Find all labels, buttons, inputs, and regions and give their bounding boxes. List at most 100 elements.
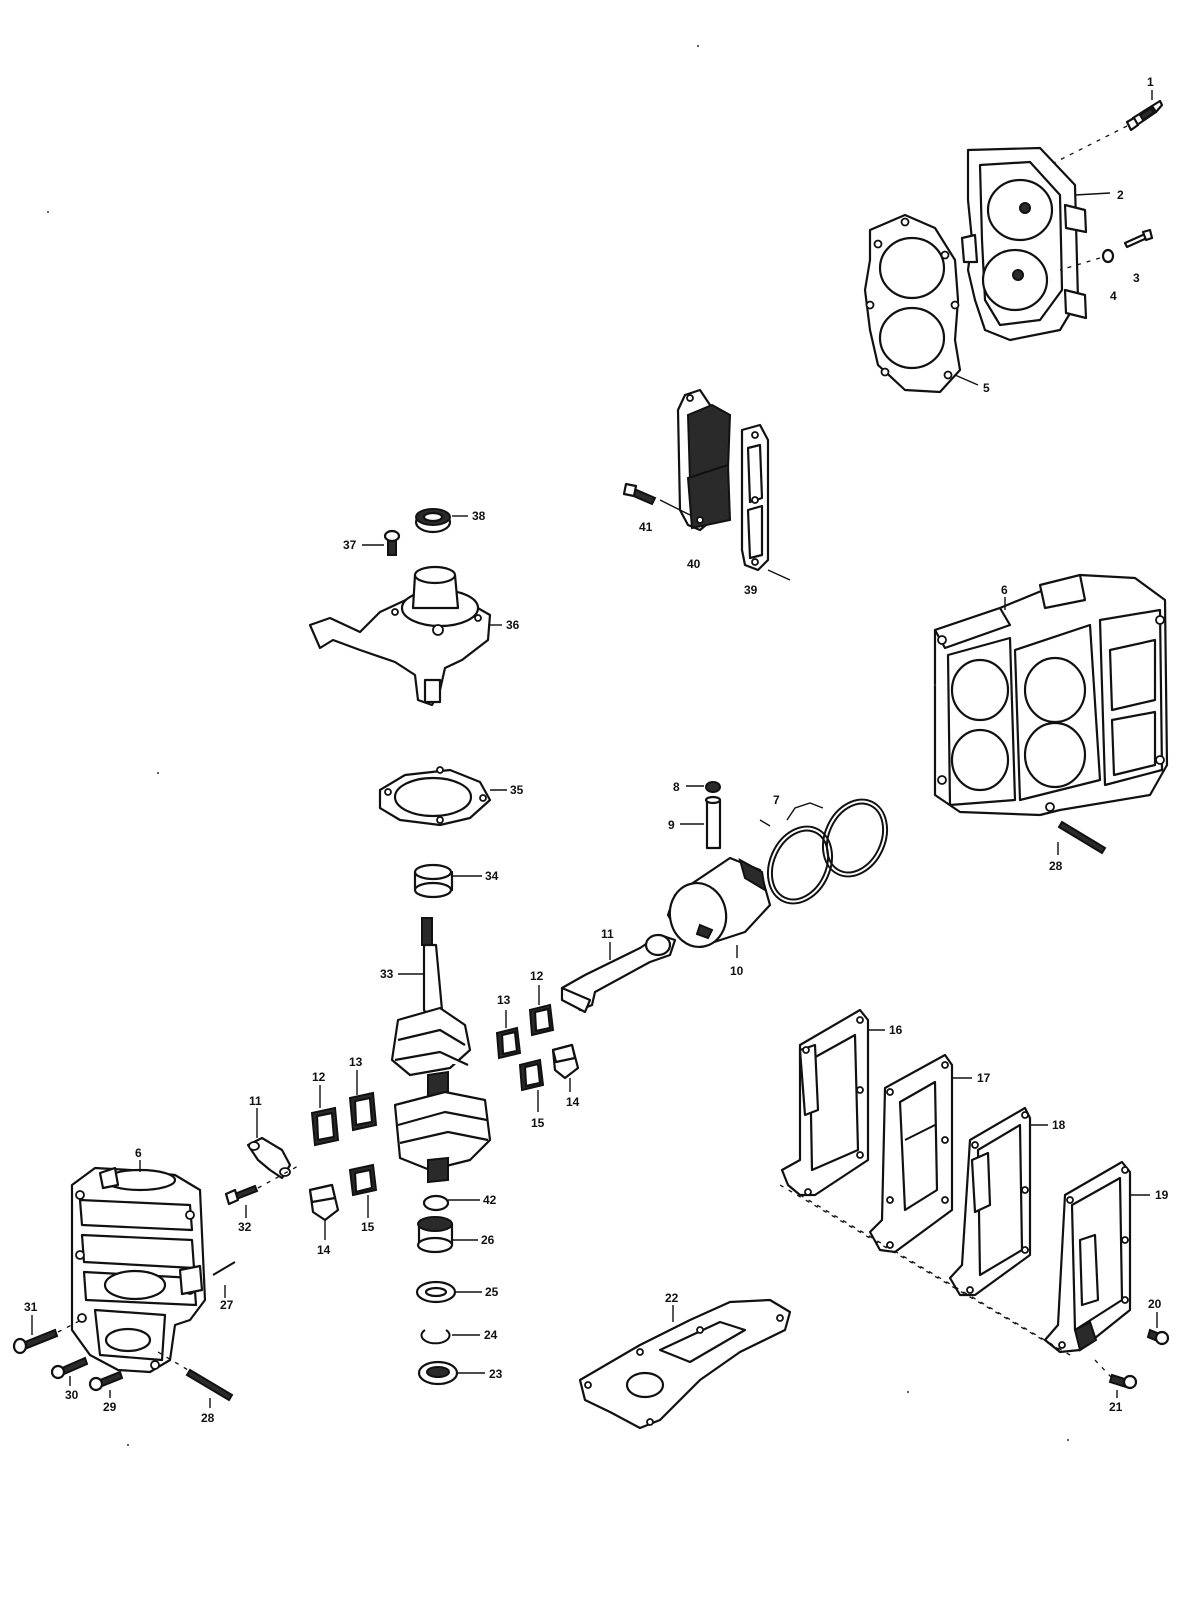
callout-6-crankcase: 6 (135, 1146, 142, 1160)
callout-12-right: 12 (530, 969, 544, 983)
callout-27: 27 (220, 1298, 234, 1312)
needle-bearing-cage-3 (518, 1058, 545, 1092)
callout-29: 29 (103, 1400, 117, 1414)
piston (666, 856, 772, 948)
cover-screw (1146, 1328, 1170, 1346)
exhaust-gasket-outer (780, 1008, 870, 1197)
callout-26: 26 (481, 1233, 495, 1247)
bearing-liner (551, 1043, 580, 1080)
callout-7: 7 (773, 793, 780, 807)
callout-11-rod: 11 (601, 927, 614, 941)
callout-6-block: 6 (1001, 583, 1008, 597)
adapter-gasket (578, 1298, 792, 1430)
callout-labels: 1 2 3 4 5 6 6 7 8 9 10 11 11 12 12 13 13… (24, 75, 1169, 1425)
housing-screw (383, 529, 401, 556)
connecting-rod (560, 933, 677, 1014)
callout-17: 17 (977, 1071, 991, 1085)
callout-3: 3 (1133, 271, 1140, 285)
callout-11-cap: 11 (249, 1094, 262, 1108)
piston-ring-upper (821, 798, 889, 878)
piston-ring-lower (766, 825, 834, 905)
callout-14-left: 14 (317, 1243, 331, 1257)
callout-38: 38 (472, 509, 486, 523)
lower-seal (415, 1280, 457, 1304)
callout-41: 41 (639, 520, 653, 534)
callout-35: 35 (510, 783, 524, 797)
dowel-pin (212, 1261, 236, 1276)
upper-main-bearing (413, 863, 454, 899)
crankcase (70, 1166, 207, 1374)
needle-bearing-cage-5 (348, 1091, 378, 1132)
lower-main-bearing (416, 1216, 454, 1254)
callout-33: 33 (380, 967, 394, 981)
callout-13-left: 13 (349, 1055, 363, 1069)
crankcase-screw (12, 1328, 59, 1355)
callout-40: 40 (687, 557, 701, 571)
needle-bearing-cage (528, 1003, 555, 1037)
callout-39: 39 (744, 583, 758, 597)
snap-ring (420, 1329, 451, 1345)
rod-cap-screw (224, 1184, 259, 1206)
callout-20: 20 (1148, 1297, 1162, 1311)
block-stud (1057, 820, 1107, 855)
intake-screw (622, 482, 657, 506)
callout-10: 10 (730, 964, 744, 978)
head-bolt (1123, 228, 1154, 249)
callout-15-left: 15 (361, 1220, 375, 1234)
callout-18: 18 (1052, 1118, 1066, 1132)
callout-28-left: 28 (201, 1411, 215, 1425)
callout-2: 2 (1117, 188, 1124, 202)
callout-22: 22 (665, 1291, 679, 1305)
crankshaft-seal (417, 1360, 459, 1386)
callout-23: 23 (489, 1367, 503, 1381)
exhaust-cover (1043, 1160, 1132, 1354)
piston-pin (704, 795, 722, 850)
exhaust-inner-plate (868, 1053, 954, 1254)
callout-19: 19 (1155, 1188, 1169, 1202)
callout-16: 16 (889, 1023, 903, 1037)
bearing-liner-2 (308, 1183, 340, 1222)
intake-cover (676, 388, 732, 532)
callout-8: 8 (673, 780, 680, 794)
callout-30: 30 (65, 1388, 79, 1402)
crankshaft (390, 917, 492, 1184)
rod-cap (246, 1136, 292, 1180)
callout-25: 25 (485, 1285, 499, 1299)
head-gasket (863, 213, 962, 394)
cover-screw-2 (1108, 1373, 1138, 1390)
retaining-ring-small (422, 1194, 450, 1212)
callout-28-right: 28 (1049, 859, 1063, 873)
callout-13-right: 13 (497, 993, 511, 1007)
callout-4: 4 (1110, 289, 1117, 303)
callout-15-right: 15 (531, 1116, 545, 1130)
intake-gasket (740, 423, 770, 572)
needle-bearing-cage-4 (310, 1106, 340, 1147)
callout-32: 32 (238, 1220, 252, 1234)
upper-bearing-housing (308, 565, 492, 707)
callout-36: 36 (506, 618, 520, 632)
crankcase-screw-2 (50, 1356, 89, 1380)
callout-21: 21 (1109, 1400, 1123, 1414)
cylinder-block (933, 573, 1169, 817)
callout-42: 42 (483, 1193, 497, 1207)
upper-seal (414, 508, 452, 534)
callout-9: 9 (668, 818, 675, 832)
callout-12-left: 12 (312, 1070, 326, 1084)
callout-31: 31 (24, 1300, 38, 1314)
head-washer (1101, 248, 1115, 264)
exhaust-gasket-inner (948, 1106, 1032, 1297)
housing-gasket (378, 766, 492, 827)
crankcase-stud (185, 1368, 234, 1402)
callout-34: 34 (485, 869, 499, 883)
crankcase-screw-3 (88, 1370, 124, 1392)
callout-1: 1 (1147, 75, 1154, 89)
cylinder-head (960, 146, 1088, 342)
pin-retainer (705, 781, 721, 793)
callout-5: 5 (983, 381, 990, 395)
needle-bearing-cage-2 (495, 1026, 522, 1060)
spark-plug (1125, 99, 1164, 132)
callout-14-right: 14 (566, 1095, 580, 1109)
callout-37: 37 (343, 538, 357, 552)
needle-bearing-cage-6 (348, 1163, 378, 1197)
